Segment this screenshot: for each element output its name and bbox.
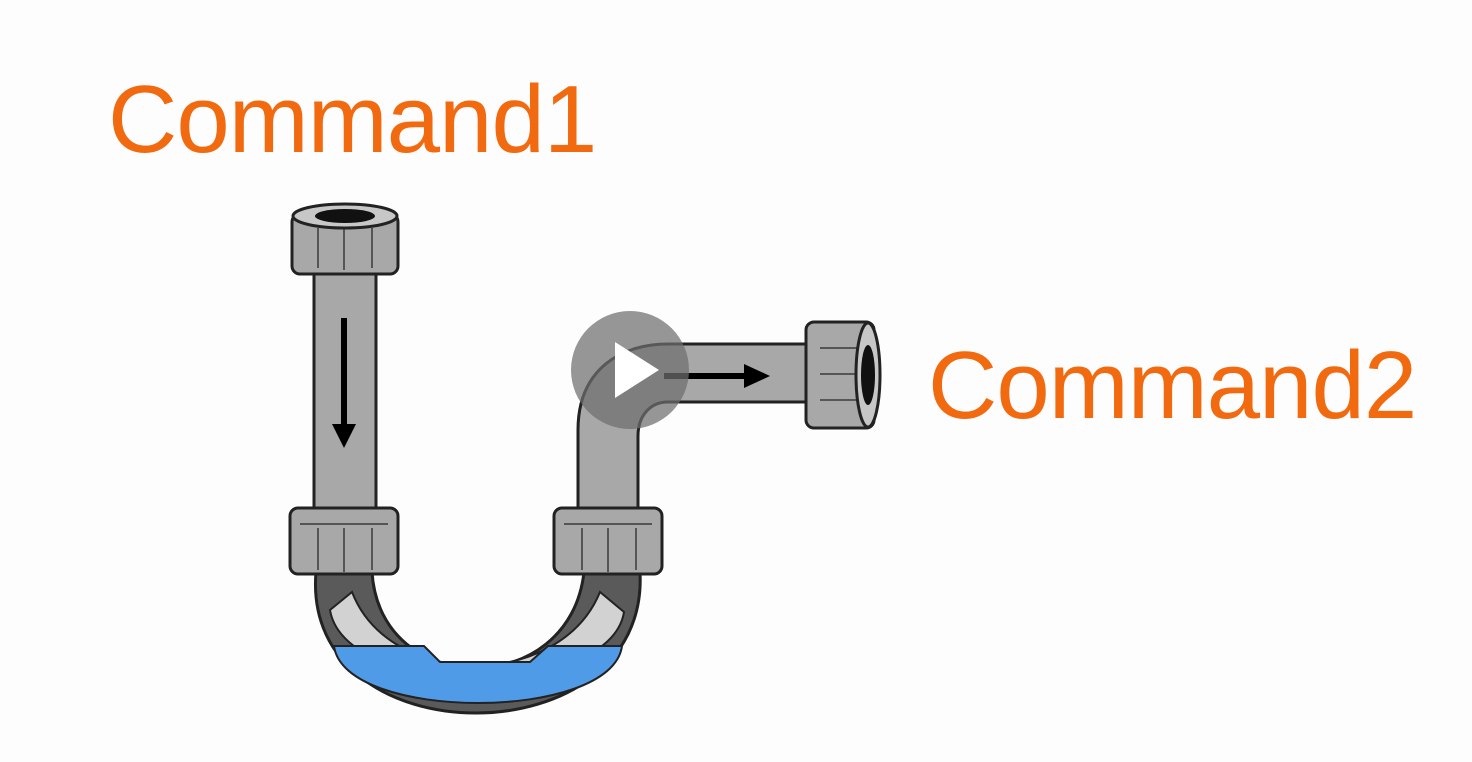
left-top-collar-ridges [317,228,373,270]
left-top-hole [315,209,375,223]
command2-label: Command2 [928,332,1417,439]
left-bottom-collar-ridges [300,523,388,572]
right-bottom-collar-ridges [564,523,652,572]
right-end-hole [861,345,875,405]
play-button[interactable] [571,311,689,429]
trap-water [332,645,624,704]
arrow-down-icon [332,318,356,448]
play-icon [615,342,659,398]
command1-label: Command1 [108,66,597,173]
